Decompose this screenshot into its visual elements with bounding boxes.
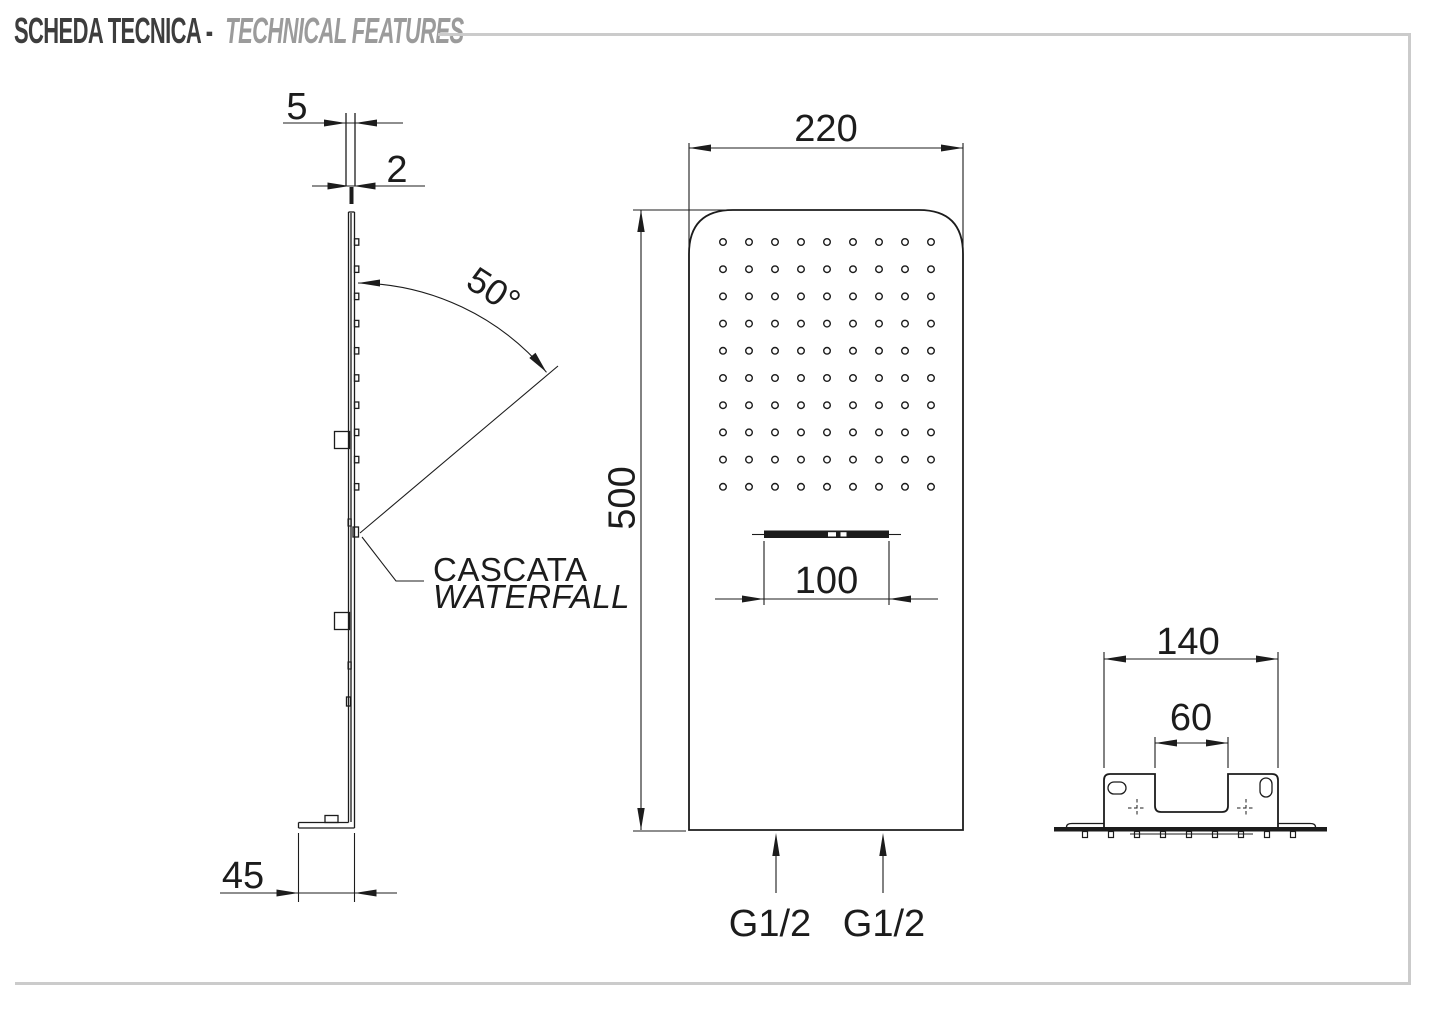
dim-foot-depth-label: 45	[222, 855, 264, 897]
dim-bracket-width: 140	[1103, 621, 1279, 768]
bottom-view: 140 60	[1054, 621, 1327, 839]
front-nozzle-grid	[719, 237, 936, 491]
dim-waterfall-width: 100	[715, 541, 938, 605]
dim-notch-width-label: 60	[1170, 697, 1212, 739]
dim-spray-angle: 50°	[357, 258, 559, 534]
inlet-right-label: G1/2	[843, 903, 925, 945]
title-primary: SCHEDA TECNICA -	[14, 10, 213, 51]
inlet-left: G1/2	[729, 833, 811, 945]
front-waterfall-slot	[752, 530, 901, 538]
side-top-pipe	[345, 113, 356, 204]
dim-notch-width: 60	[1154, 697, 1229, 768]
dim-bracket-width-label: 140	[1156, 621, 1219, 663]
title-secondary: TECHNICAL FEATURES	[225, 10, 464, 51]
bottom-panel-edge	[1054, 822, 1327, 835]
side-view: 5 2 50° 45 CASCATA	[220, 86, 630, 902]
dim-total-thickness: 5	[283, 86, 403, 128]
dim-total-thickness-label: 5	[286, 86, 307, 128]
bottom-bracket-outline	[1103, 773, 1279, 829]
side-waterfall-slot	[352, 526, 360, 538]
bracket-center-marks	[1128, 799, 1255, 817]
dim-width-label: 220	[794, 108, 857, 150]
dim-waterfall-width-label: 100	[795, 560, 858, 602]
inlet-right: G1/2	[843, 833, 925, 945]
side-foot	[297, 814, 355, 829]
waterfall-label-it: CASCATA	[433, 551, 587, 588]
dim-height: 500	[602, 209, 737, 832]
dim-panel-thickness: 2	[312, 149, 425, 191]
front-view: 220 500 100 G1/2 G1/2	[602, 108, 964, 945]
waterfall-label-en: WATERFALL	[433, 578, 630, 615]
page-frame	[15, 33, 1411, 985]
dim-width: 220	[688, 108, 964, 280]
dim-height-label: 500	[602, 466, 644, 529]
bottom-nozzle-tabs	[1081, 830, 1297, 839]
front-panel-outline	[688, 209, 964, 831]
side-panel-body	[345, 211, 356, 828]
side-nozzle-tabs	[353, 238, 360, 491]
dim-panel-thickness-label: 2	[386, 149, 407, 191]
dim-spray-angle-label: 50°	[460, 258, 528, 322]
page-title: SCHEDA TECNICA - TECHNICAL FEATURES	[14, 10, 464, 52]
inlet-left-label: G1/2	[729, 903, 811, 945]
waterfall-callout: CASCATA WATERFALL	[361, 536, 630, 615]
dim-foot-depth: 45	[220, 833, 397, 902]
bracket-slot-holes	[1107, 777, 1273, 798]
side-mount-brackets	[333, 430, 351, 631]
